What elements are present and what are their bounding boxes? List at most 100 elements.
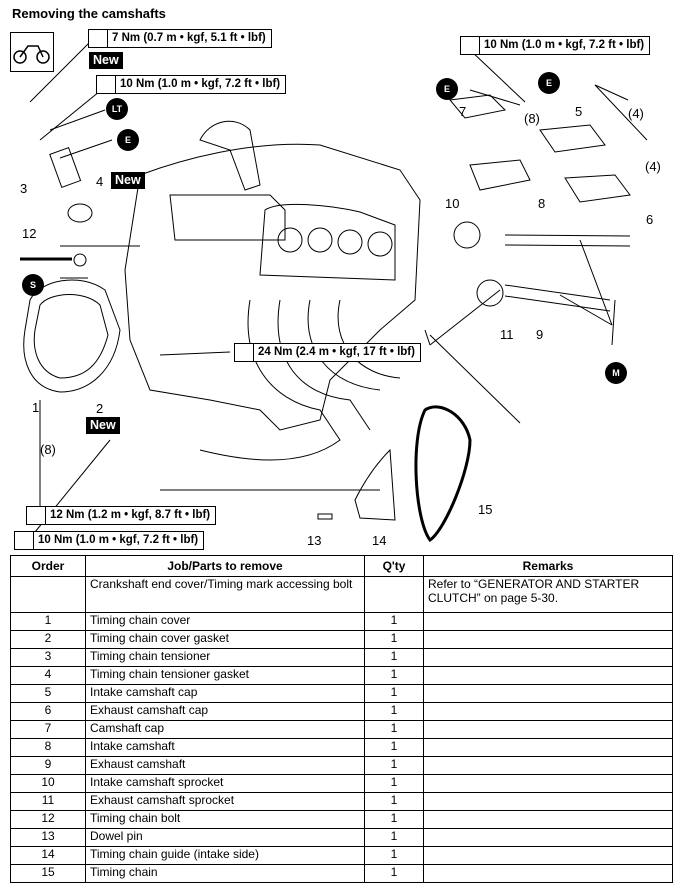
qty-cell: 1 (364, 648, 424, 667)
part-cell: Dowel pin (85, 828, 365, 847)
callout-14: 14 (372, 533, 387, 548)
qty-cell: 1 (364, 612, 424, 631)
motorcycle-icon (10, 32, 54, 72)
qty-cell: 1 (364, 702, 424, 721)
order-cell: 11 (10, 792, 86, 811)
part-cell: Intake camshaft (85, 738, 365, 757)
callout-3: 3 (20, 181, 28, 196)
order-cell: 12 (10, 810, 86, 829)
remarks-cell (423, 684, 673, 703)
part-cell: Timing chain guide (intake side) (85, 846, 365, 865)
callout-2: 2 (96, 401, 104, 416)
part-cell: Timing chain cover (85, 612, 365, 631)
torque-spec-6: 10 Nm (1.0 m • kgf, 7.2 ft • lbf) (14, 531, 205, 550)
torque-spec-2: 10 Nm (1.0 m • kgf, 7.2 ft • lbf) (96, 75, 287, 94)
qty-cell: 1 (364, 828, 424, 847)
wrench-icon (461, 37, 480, 54)
part-cell: Timing chain tensioner (85, 648, 365, 667)
remarks-cell (423, 738, 673, 757)
engine-oil-icon: E (538, 72, 560, 94)
part-cell: Timing chain cover gasket (85, 630, 365, 649)
part-cell: Timing chain (85, 864, 365, 883)
exploded-diagram (13, 36, 648, 543)
callout-10: 10 (445, 196, 460, 211)
remarks-cell (423, 774, 673, 793)
remarks-cell (423, 720, 673, 739)
header-order: Order (10, 555, 86, 577)
order-cell: 4 (10, 666, 86, 685)
qty-cell: 1 (364, 684, 424, 703)
torque-spec-5: 12 Nm (1.2 m • kgf, 8.7 ft • lbf) (26, 506, 217, 525)
sealant-icon: S (22, 274, 44, 296)
callout-qty-8: (8) (524, 111, 540, 126)
locking-agent-icon: LT (106, 98, 128, 120)
remarks-cell: Refer to “GENERATOR AND STARTER CLUTCH” … (423, 576, 673, 613)
remarks-cell (423, 846, 673, 865)
callout-8: 8 (538, 196, 546, 211)
header-qty: Q'ty (364, 555, 424, 577)
table-header-row: Order Job/Parts to remove Q'ty Remarks (10, 555, 673, 577)
new-tag: New (86, 417, 120, 434)
page-title: Removing the camshafts (12, 6, 166, 21)
callout-12: 12 (22, 226, 37, 241)
engine-oil-icon: E (436, 78, 458, 100)
order-cell: 2 (10, 630, 86, 649)
order-cell: 7 (10, 720, 86, 739)
order-cell (10, 576, 86, 613)
order-cell: 1 (10, 612, 86, 631)
wrench-icon (15, 532, 34, 549)
table-row: Crankshaft end cover/Timing mark accessi… (10, 576, 673, 613)
header-remarks: Remarks (423, 555, 673, 577)
qty-cell: 1 (364, 846, 424, 865)
torque-spec-3: 10 Nm (1.0 m • kgf, 7.2 ft • lbf) (460, 36, 651, 55)
order-cell: 13 (10, 828, 86, 847)
qty-cell: 1 (364, 792, 424, 811)
engine-oil-icon: E (117, 129, 139, 151)
order-cell: 3 (10, 648, 86, 667)
remarks-cell (423, 648, 673, 667)
header-job: Job/Parts to remove (85, 555, 365, 577)
order-cell: 10 (10, 774, 86, 793)
qty-cell: 1 (364, 774, 424, 793)
wrench-icon (27, 507, 46, 524)
new-tag: New (89, 52, 123, 69)
callout-1: 1 (32, 400, 40, 415)
callout-13: 13 (307, 533, 322, 548)
order-cell: 9 (10, 756, 86, 775)
part-cell: Exhaust camshaft cap (85, 702, 365, 721)
callout-11: 11 (500, 327, 514, 342)
remarks-cell (423, 864, 673, 883)
wrench-icon (89, 30, 108, 47)
qty-cell: 1 (364, 810, 424, 829)
callout-qty-4: (4) (628, 106, 644, 121)
torque-spec-4: 24 Nm (2.4 m • kgf, 17 ft • lbf) (234, 343, 421, 362)
callout-9: 9 (536, 327, 544, 342)
part-cell: Exhaust camshaft sprocket (85, 792, 365, 811)
qty-cell: 1 (364, 756, 424, 775)
part-cell: Intake camshaft cap (85, 684, 365, 703)
qty-cell: 1 (364, 630, 424, 649)
qty-cell: 1 (364, 864, 424, 883)
qty-cell: 1 (364, 666, 424, 685)
order-cell: 8 (10, 738, 86, 757)
order-cell: 5 (10, 684, 86, 703)
parts-table: Order Job/Parts to remove Q'ty Remarks C… (10, 555, 673, 883)
remarks-cell (423, 612, 673, 631)
remarks-cell (423, 828, 673, 847)
new-tag: New (111, 172, 145, 189)
part-cell: Timing chain tensioner gasket (85, 666, 365, 685)
order-cell: 6 (10, 702, 86, 721)
callout-qty-4: (4) (645, 159, 661, 174)
order-cell: 14 (10, 846, 86, 865)
part-cell: Camshaft cap (85, 720, 365, 739)
